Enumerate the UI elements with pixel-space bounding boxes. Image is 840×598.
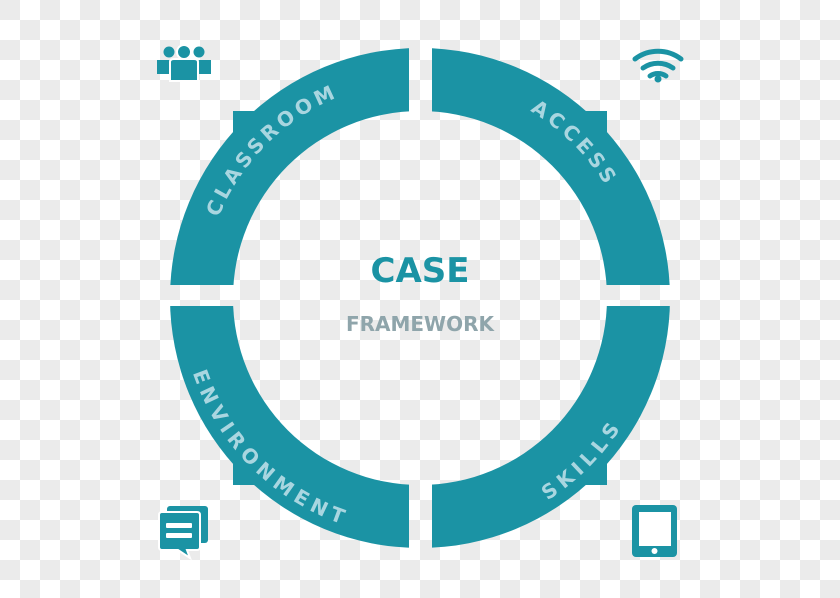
segment-classroom[interactable] (0, 0, 420, 298)
segment-skills[interactable] (420, 298, 840, 598)
chat-bubbles-icon (158, 506, 208, 561)
wifi-icon (632, 48, 684, 83)
center-title: CASE (371, 251, 470, 291)
tablet-icon (632, 505, 677, 557)
segment-environment[interactable] (0, 298, 420, 598)
center-subtitle: FRAMEWORK (346, 312, 496, 336)
group-people-icon (157, 44, 211, 82)
segment-access[interactable] (420, 0, 840, 298)
